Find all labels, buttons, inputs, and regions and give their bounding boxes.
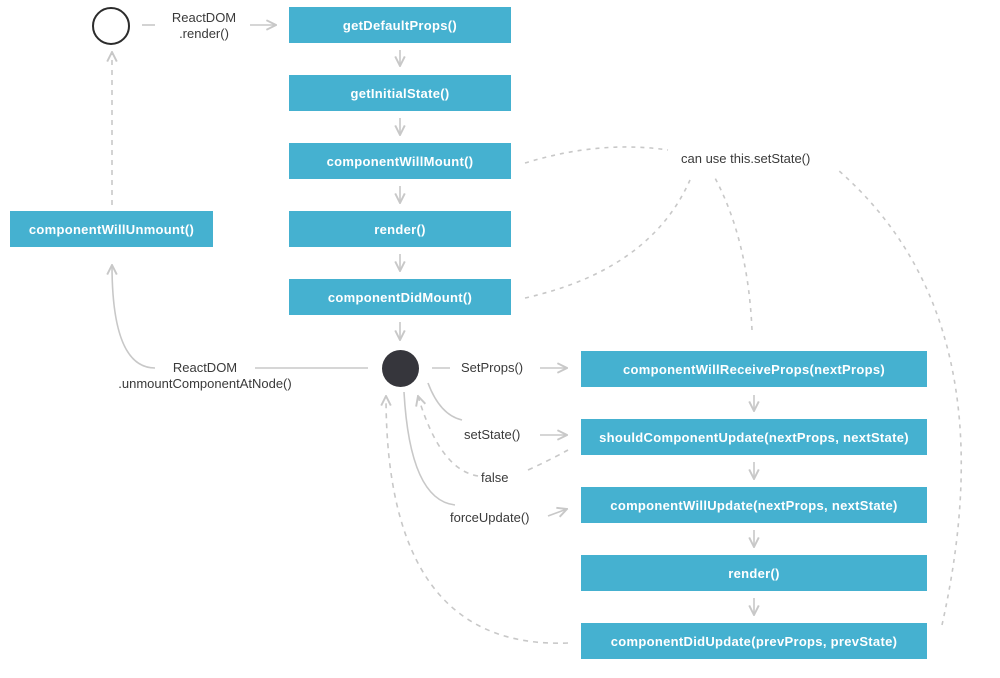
reactdom-render-line1: ReactDOM <box>171 10 237 25</box>
line-didupdate-to-setstate-label <box>837 169 962 626</box>
render-mount-box: render() <box>289 211 511 247</box>
line-willmount-to-setstate-label <box>524 146 669 164</box>
line-active-to-forceupdate <box>403 391 456 506</box>
setprops-label: SetProps() <box>461 360 524 375</box>
componentdidmount-box: componentDidMount() <box>289 279 511 315</box>
componentwillmount-box: componentWillMount() <box>289 143 511 179</box>
setstate-label: setState() <box>464 427 521 442</box>
reactdom-unmount-label: ReactDOM .unmountComponentAtNode() <box>95 360 315 392</box>
componentwillunmount-box: componentWillUnmount() <box>10 211 213 247</box>
line-didmount-to-setstate-label <box>524 179 691 299</box>
line-active-to-setstate <box>427 382 463 421</box>
componentwillreceiveprops-box: componentWillReceiveProps(nextProps) <box>581 351 927 387</box>
arrow-unmount-label-to-componentwillunmount <box>112 265 156 369</box>
active-node <box>382 350 419 387</box>
forceupdate-label: forceUpdate() <box>450 510 530 525</box>
getdefaultprops-box: getDefaultProps() <box>289 7 511 43</box>
reactdom-unmount-line1: ReactDOM <box>172 360 238 375</box>
false-label: false <box>481 470 509 485</box>
reactdom-unmount-line2: .unmountComponentAtNode() <box>118 376 292 391</box>
line-willreceiveprops-to-setstate-label <box>714 177 753 331</box>
reactdom-render-label: ReactDOM .render() <box>160 10 248 42</box>
componentwillupdate-box: componentWillUpdate(nextProps, nextState… <box>581 487 927 523</box>
shouldcomponentupdate-box: shouldComponentUpdate(nextProps, nextSta… <box>581 419 927 455</box>
render-update-box: render() <box>581 555 927 591</box>
arrow-false-to-active <box>418 396 569 477</box>
getinitialstate-box: getInitialState() <box>289 75 511 111</box>
reactdom-render-line2: .render() <box>179 26 229 41</box>
can-use-setstate-label: can use this.setState() <box>681 151 811 166</box>
arrow-forceupdate-to-willupdate <box>547 509 567 516</box>
start-node <box>92 7 130 45</box>
componentdidupdate-box: componentDidUpdate(prevProps, prevState) <box>581 623 927 659</box>
arrow-didupdate-to-active <box>386 396 569 644</box>
